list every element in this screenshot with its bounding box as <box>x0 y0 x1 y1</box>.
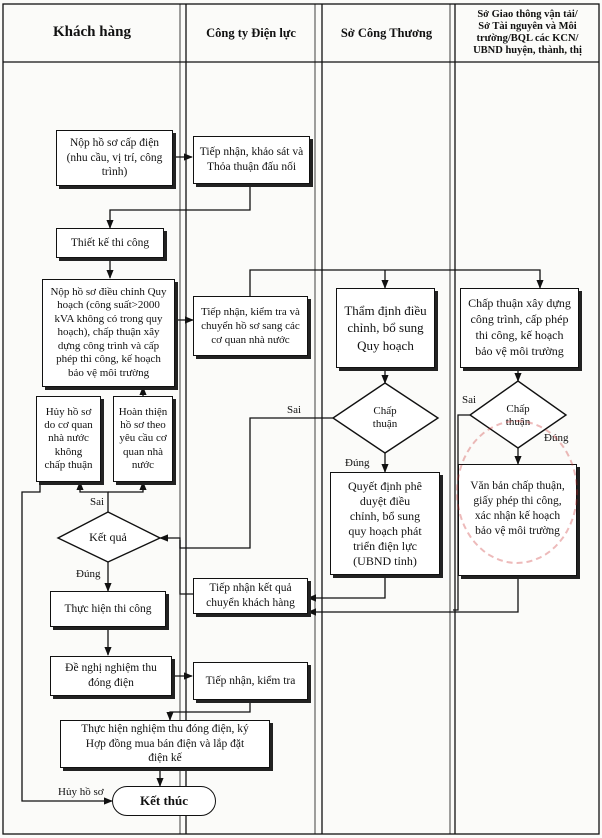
label-sai-1: Sai <box>287 404 302 416</box>
diamond-text-chap-thuan-1: Chấp thuận <box>372 405 398 431</box>
node-thuc-hien-thi-cong: Thực hiện thi công <box>50 591 166 627</box>
node-ket-thuc: Kết thúc <box>112 786 216 816</box>
node-nop-ho-so: Nộp hồ sơ cấp điện (nhu cầu, vị trí, côn… <box>56 130 173 186</box>
node-tiep-nhan-kiem-tra: Tiếp nhận, kiểm tra <box>193 662 308 700</box>
node-tiep-nhan-chuyen: Tiếp nhận, kiểm tra và chuyển hồ sơ sang… <box>193 296 308 356</box>
label-dung-2: Đúng <box>544 432 569 444</box>
node-chap-thuan-xd: Chấp thuận xây dựng công trình, cấp phép… <box>460 288 579 368</box>
label-dung-3: Đúng <box>76 568 101 580</box>
diamond-ket-qua <box>56 511 162 563</box>
node-nop-dieu-chinh: Nộp hồ sơ điều chỉnh Quy hoạch (công suấ… <box>42 279 175 387</box>
node-de-nghi: Đề nghị nghiệm thu đóng điện <box>50 656 172 696</box>
node-huy-ho-so: Hủy hồ sơ do cơ quan nhà nước không chấp… <box>36 396 101 482</box>
label-sai-3: Sai <box>90 496 105 508</box>
node-hoan-thien: Hoàn thiện hồ sơ theo yêu cầu cơ quan nh… <box>113 396 173 482</box>
node-thuc-hien-nghiem-thu: Thực hiện nghiệm thu đóng điện, ký Hợp đ… <box>60 720 270 768</box>
frame <box>2 3 600 835</box>
label-huy-ho-so: Hủy hồ sơ <box>58 786 104 798</box>
lane-header-khach-hang: Khách hàng <box>53 24 131 41</box>
node-tiep-nhan-ket-qua: Tiếp nhận kết quả chuyển khách hàng <box>193 578 308 614</box>
lane-header-cong-ty-dien-luc: Công ty Điện lực <box>206 25 296 40</box>
node-tham-dinh: Thẩm định điều chỉnh, bổ sung Quy hoạch <box>336 288 435 368</box>
node-thiet-ke: Thiết kế thi công <box>56 228 164 258</box>
lane-header-so-gtvt: Sở Giao thông vận tải/ Sở Tài nguyên và … <box>473 8 582 57</box>
diamond-chap-thuan-1 <box>331 382 440 454</box>
node-quyet-dinh: Quyết định phê duyệt điều chỉnh, bổ sung… <box>330 472 440 575</box>
diamond-chap-thuan-2 <box>468 380 568 449</box>
label-sai-2: Sai <box>462 394 477 406</box>
node-tiep-nhan-khao-sat: Tiếp nhận, khảo sát và Thỏa thuận đấu nố… <box>193 136 310 184</box>
label-dung-1: Đúng <box>345 457 370 469</box>
diamond-text-ket-qua: Kết quả <box>89 530 127 544</box>
lane-header-so-cong-thuong: Sở Công Thương <box>340 25 433 40</box>
node-van-ban: Văn bản chấp thuận, giấy phép thi công, … <box>458 464 577 576</box>
diamond-text-chap-thuan-2: Chấp thuận <box>505 403 531 429</box>
